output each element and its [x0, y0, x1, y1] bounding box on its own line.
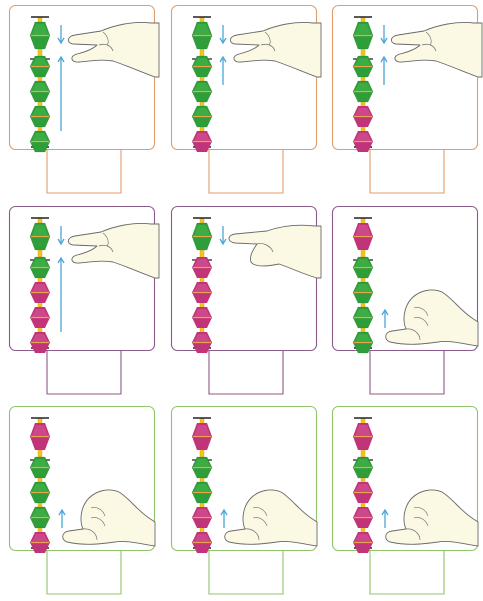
green-bead [29, 105, 51, 128]
pink-bead [30, 532, 50, 553]
green-bead [29, 222, 51, 251]
answer-box [208, 350, 284, 395]
abacus-card [170, 4, 322, 194]
arrow-down-icon [57, 226, 65, 246]
green-bead [191, 222, 213, 251]
green-bead [191, 456, 213, 479]
green-bead [29, 21, 51, 50]
arrow-up-icon [220, 508, 228, 528]
arrow-up-icon [57, 256, 65, 332]
answer-box [369, 149, 445, 194]
green-bead [191, 55, 213, 78]
pinching-hand-icon [390, 22, 483, 78]
green-bead [352, 256, 374, 279]
abacus-card-drawing [170, 405, 318, 595]
abacus-card-drawing [8, 4, 160, 194]
answer-box [46, 149, 122, 194]
pinching-hand-icon [67, 223, 160, 279]
pink-bead [192, 282, 212, 303]
arrow-up-icon [219, 55, 227, 85]
pink-bead [353, 423, 373, 450]
pink-bead [353, 507, 373, 528]
pink-bead [353, 131, 373, 152]
arrow-up-icon [380, 55, 388, 85]
green-bead [29, 256, 51, 279]
abacus-card [331, 4, 483, 194]
green-bead [29, 481, 51, 504]
pink-bead [353, 106, 373, 127]
green-bead [352, 21, 374, 50]
green-bead [191, 481, 213, 504]
answer-box [208, 149, 284, 194]
pink-bead [353, 532, 373, 553]
pink-bead [30, 282, 50, 303]
green-bead [352, 456, 374, 479]
answer-box [369, 350, 445, 395]
green-bead [29, 130, 51, 153]
abacus-card [170, 405, 318, 595]
pink-bead [30, 307, 50, 328]
pink-bead [192, 532, 212, 553]
green-bead [191, 105, 213, 128]
arrow-up-icon [381, 308, 389, 328]
green-bead [29, 456, 51, 479]
abacus-card [331, 205, 479, 395]
green-bead [191, 21, 213, 50]
abacus-card-drawing [170, 4, 322, 194]
arrow-down-icon [57, 25, 65, 45]
pink-bead [192, 332, 212, 353]
abacus-card-drawing [331, 4, 483, 194]
abacus-card-drawing [331, 205, 479, 395]
abacus-card-drawing [8, 405, 156, 595]
green-bead [29, 55, 51, 78]
pink-bead [192, 507, 212, 528]
arrow-up-icon [381, 508, 389, 528]
abacus-card [8, 205, 160, 395]
pinching-hand-icon [229, 22, 322, 78]
abacus-card-drawing [331, 405, 479, 595]
arrow-down-icon [380, 25, 388, 45]
arrow-up-icon [58, 508, 66, 528]
green-bead [352, 281, 374, 304]
green-bead [352, 55, 374, 78]
pink-bead [192, 307, 212, 328]
arrow-down-icon [219, 25, 227, 45]
answer-box [208, 550, 284, 595]
thumb-push-up-hand-icon [224, 489, 318, 547]
green-bead [29, 80, 51, 103]
answer-box [46, 350, 122, 395]
green-bead [29, 506, 51, 529]
arrow-up-icon [57, 55, 65, 131]
arrow-down-icon [219, 226, 227, 246]
pinching-hand-icon [67, 22, 160, 78]
answer-box [369, 550, 445, 595]
pink-bead [192, 257, 212, 278]
abacus-card [331, 405, 479, 595]
pink-bead [192, 131, 212, 152]
green-bead [352, 306, 374, 329]
thumb-push-up-hand-icon [62, 489, 156, 547]
abacus-card [8, 4, 160, 194]
pink-bead [353, 223, 373, 250]
pointing-hand-icon [228, 224, 322, 279]
pink-bead [353, 482, 373, 503]
answer-box [46, 550, 122, 595]
thumb-push-up-hand-icon [385, 289, 479, 347]
thumb-push-up-hand-icon [385, 489, 479, 547]
green-bead [191, 80, 213, 103]
abacus-card-drawing [8, 205, 160, 395]
abacus-card [8, 405, 156, 595]
abacus-card-drawing [170, 205, 322, 395]
pink-bead [30, 332, 50, 353]
pink-bead [192, 423, 212, 450]
abacus-card [170, 205, 322, 395]
green-bead [352, 80, 374, 103]
green-bead [352, 331, 374, 354]
pink-bead [30, 423, 50, 450]
